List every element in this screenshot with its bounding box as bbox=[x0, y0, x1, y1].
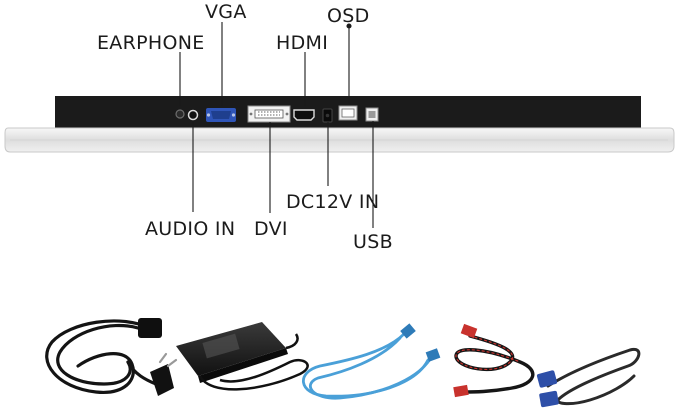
vga-port-icon bbox=[206, 108, 236, 122]
usb-cable-icon bbox=[302, 323, 441, 400]
hdmi-cable-icon bbox=[453, 323, 535, 398]
label-usb: USB bbox=[353, 231, 393, 253]
hdmi-port-icon bbox=[293, 109, 315, 121]
label-hdmi: HDMI bbox=[276, 32, 329, 54]
usb-port-icon bbox=[365, 107, 379, 122]
audio-in-port-icon bbox=[187, 109, 199, 121]
vga-cable-icon bbox=[536, 347, 641, 408]
label-osd: OSD bbox=[327, 5, 370, 27]
osd-port-icon bbox=[338, 105, 358, 121]
monitor-bezel bbox=[4, 127, 675, 153]
earphone-port-icon bbox=[175, 109, 185, 119]
label-audio-in: AUDIO IN bbox=[145, 218, 236, 240]
label-dc12v-in: DC12V IN bbox=[286, 191, 380, 213]
power-cord-icon bbox=[45, 318, 178, 396]
callout-lines bbox=[179, 22, 374, 228]
power-adapter-icon bbox=[176, 322, 309, 391]
label-vga: VGA bbox=[205, 1, 247, 23]
label-dvi: DVI bbox=[254, 218, 288, 240]
dvi-port-icon bbox=[247, 105, 291, 123]
label-earphone: EARPHONE bbox=[97, 32, 205, 54]
dc12v-port-icon bbox=[322, 108, 333, 123]
